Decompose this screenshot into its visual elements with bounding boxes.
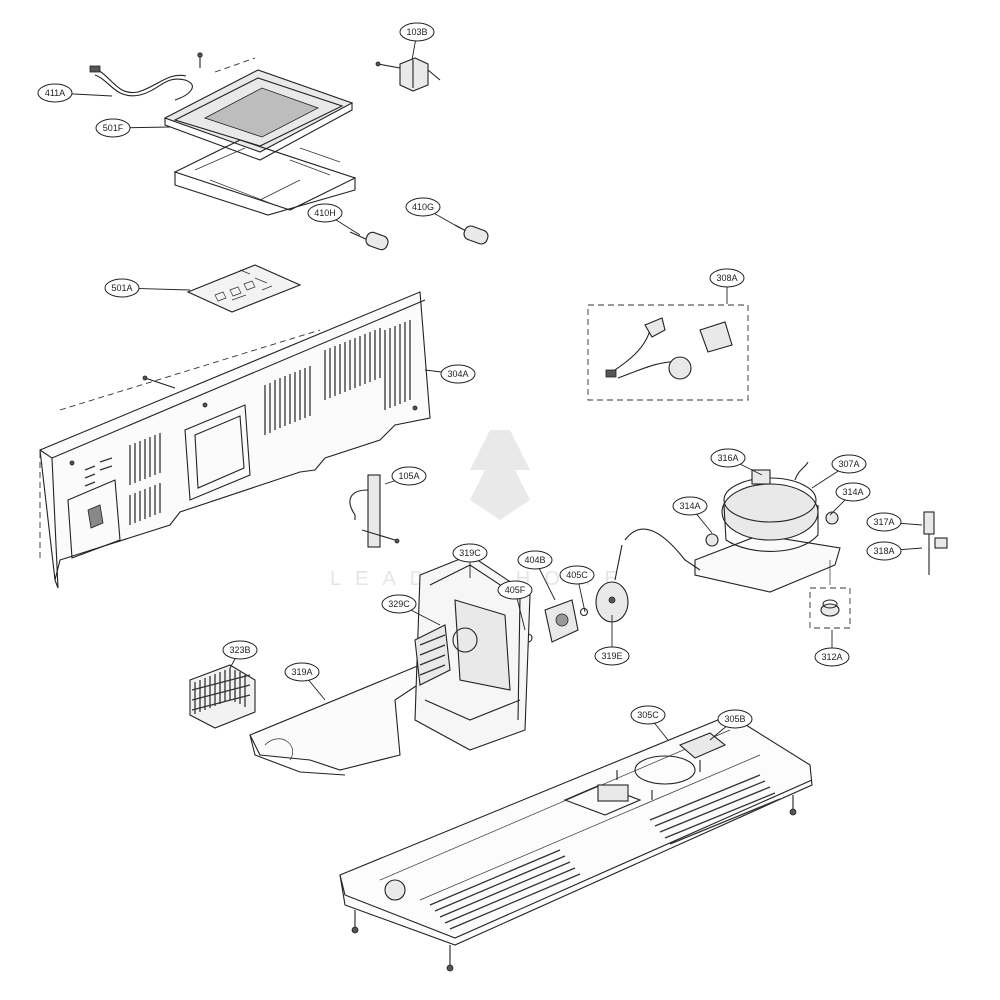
callout-501f: 501F (95, 118, 171, 138)
fan-motor-parts (523, 581, 629, 643)
callout-319c: 319C (452, 543, 488, 578)
callout-304a: 304A (424, 364, 476, 384)
callout-text: 410G (412, 202, 434, 212)
callout-bubble (517, 550, 553, 570)
callout-105a: 105A (384, 466, 427, 486)
callout-bubble (37, 83, 73, 103)
callout-text: 307A (838, 459, 859, 469)
callout-text: 501F (103, 123, 124, 133)
evaporator-coil (189, 664, 256, 729)
callout-bubble (672, 496, 708, 516)
circuit-board (186, 264, 302, 313)
callout-bubble (440, 364, 476, 384)
fan-housing-assembly (249, 554, 531, 776)
base-plate (339, 714, 813, 972)
callout-316a: 316A (710, 448, 763, 476)
callout-bubble (399, 22, 435, 42)
callout-bubble (95, 118, 131, 138)
callout-bubble (717, 709, 753, 729)
callout-bubble (814, 647, 850, 667)
callout-labels: 411A 501F 103B 410H 410G 501A 304A 308A 105A 316A… (37, 22, 923, 741)
callout-text: 305C (637, 710, 659, 720)
callout-323b: 323B (222, 640, 258, 669)
bracket-part (375, 57, 441, 92)
callout-bubble (866, 541, 902, 561)
callout-bubble (405, 197, 441, 217)
callout-text: 405C (566, 570, 588, 580)
callout-bubble (222, 640, 258, 660)
callout-text: 308A (716, 273, 737, 283)
callout-text: 105A (398, 471, 419, 481)
callout-bubble (710, 448, 746, 468)
callout-317a: 317A (866, 512, 923, 532)
callout-405f: 405F (497, 580, 533, 631)
callout-text: 319A (291, 667, 312, 677)
callout-bubble (104, 278, 140, 298)
callout-bubble (709, 268, 745, 288)
callout-bubble (559, 565, 595, 585)
callout-text: 404B (524, 555, 545, 565)
callout-404b: 404B (517, 550, 556, 601)
drain-pipe (349, 474, 400, 548)
callout-410h: 410H (307, 203, 361, 236)
callout-bubble (835, 482, 871, 502)
callout-text: 312A (821, 652, 842, 662)
callout-text: 329C (388, 599, 410, 609)
callout-text: 318A (873, 546, 894, 556)
callout-bubble (594, 646, 630, 666)
callout-319a: 319A (284, 662, 326, 701)
callout-314a: 314A (829, 482, 871, 516)
callout-text: 305B (724, 714, 745, 724)
callout-bubble (284, 662, 320, 682)
callout-text: 314A (679, 501, 700, 511)
callout-bubble (866, 512, 902, 532)
callout-text: 405F (505, 585, 526, 595)
callout-329c: 329C (381, 594, 441, 626)
callout-305c: 305C (630, 705, 669, 741)
relay-parts (923, 511, 948, 575)
compressor-assembly (614, 461, 841, 593)
callout-308a: 308A (709, 268, 745, 304)
knob-parts (349, 224, 489, 251)
callout-bubble (831, 454, 867, 474)
callout-text: 319C (459, 548, 481, 558)
callout-307a: 307A (811, 454, 867, 489)
callout-text: 317A (873, 517, 894, 527)
callout-318a: 318A (866, 541, 923, 561)
callout-405c: 405C (559, 565, 595, 613)
display-cover-assembly (89, 52, 357, 216)
wire-harness-kit (587, 304, 749, 401)
callout-312a: 312A (814, 630, 850, 667)
grommet-kit (809, 587, 851, 629)
callout-text: 411A (45, 88, 65, 98)
callout-bubble (452, 543, 488, 563)
callout-text: 103B (406, 27, 427, 37)
callout-text: 314A (842, 487, 863, 497)
callout-410g: 410G (405, 197, 461, 229)
callout-bubble (391, 466, 427, 486)
callout-text: 323B (229, 645, 250, 655)
callout-text: 304A (447, 369, 468, 379)
callout-text: 410H (314, 208, 336, 218)
callout-text: 316A (717, 453, 738, 463)
callout-305b: 305B (709, 709, 753, 741)
callout-314a: 314A (672, 496, 713, 534)
rear-panel (39, 291, 431, 589)
callout-bubble (307, 203, 343, 223)
callout-text: 319E (601, 651, 622, 661)
callout-103b: 103B (399, 22, 435, 61)
callout-text: 501A (111, 283, 132, 293)
callout-bubble (497, 580, 533, 600)
callout-319e: 319E (594, 615, 630, 666)
callout-411a: 411A (37, 83, 113, 103)
callout-bubble (630, 705, 666, 725)
callout-501a: 501A (104, 278, 191, 298)
callout-bubble (381, 594, 417, 614)
